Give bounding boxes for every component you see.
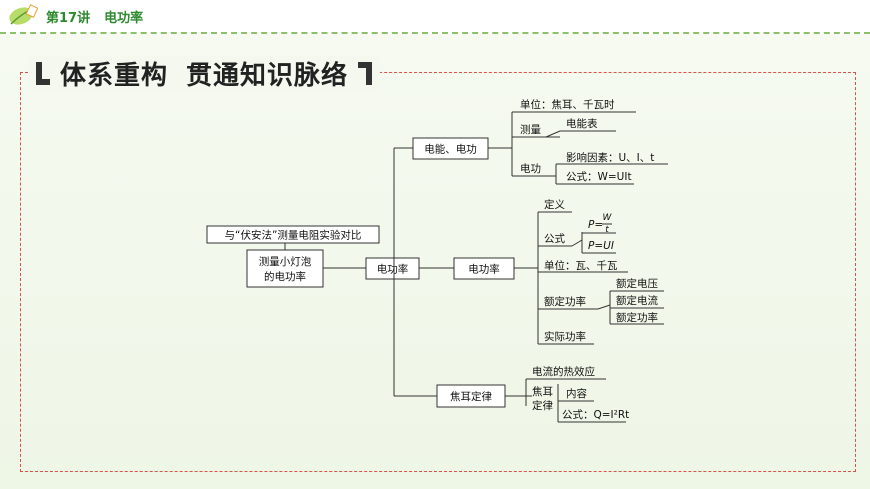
- b1-measure-link: [545, 130, 561, 138]
- b1-unit: 单位：焦耳、千瓦时: [520, 98, 615, 111]
- note-text: 与“伏安法”测量电阻实验对比: [225, 229, 362, 242]
- b2-formula-label: 公式: [544, 232, 565, 245]
- b3-formula: 公式：Q=I²Rt: [562, 408, 629, 421]
- header-divider: [0, 32, 870, 34]
- b3-title: 焦耳定律: [450, 390, 492, 403]
- b3-law-1: 焦耳: [532, 385, 553, 398]
- content-frame: [20, 72, 856, 472]
- b3-content: 内容: [566, 387, 587, 400]
- b1-formula: 公式：W=UIt: [566, 170, 632, 183]
- b2-rated-current: 额定电流: [616, 294, 658, 307]
- b2-f2: P=UI: [588, 240, 614, 252]
- content-background: [0, 34, 870, 489]
- b2-rated-link: [597, 304, 611, 310]
- section-title: 体系重构贯通知识脉络: [60, 55, 348, 92]
- b2-definition: 定义: [544, 198, 565, 211]
- leaf-icon: [9, 4, 38, 25]
- b2-title: 电功率: [468, 263, 500, 276]
- b2-f1-numerator: W: [603, 213, 613, 223]
- b2-actual: 实际功率: [544, 330, 586, 343]
- section-heading: 体系重构贯通知识脉络: [28, 55, 381, 92]
- b2-formula-link: [571, 239, 583, 247]
- experiment-box: [246, 249, 324, 288]
- b1-meter: 电能表: [566, 117, 598, 130]
- lecture-topic: 电功率: [104, 11, 144, 26]
- b2-rated-power: 额定功率: [616, 311, 658, 324]
- left-bracket-icon: [36, 62, 50, 85]
- note-box: [206, 225, 380, 244]
- b1-work: 电功: [520, 162, 541, 175]
- experiment-text-1: 测量小灯泡: [259, 255, 312, 268]
- lecture-title: 第17讲电功率: [46, 7, 157, 26]
- b1-measure: 测量: [520, 123, 541, 136]
- root-text: 电功率: [377, 263, 409, 276]
- right-bracket-icon: [358, 62, 373, 85]
- experiment-text-2: 的电功率: [264, 270, 306, 283]
- b2-f1-denominator: t: [605, 225, 609, 235]
- b2-f1-lhs: P=: [588, 219, 603, 231]
- b3-heat-effect: 电流的热效应: [532, 365, 595, 378]
- b2-rated-voltage: 额定电压: [616, 277, 658, 290]
- b1-factors: 影响因素：U、I、t: [566, 151, 654, 164]
- lecture-number: 第17讲: [46, 11, 91, 26]
- section-title-a: 体系重构: [60, 60, 169, 91]
- section-title-b: 贯通知识脉络: [186, 60, 349, 91]
- b2-unit: 单位：瓦、千瓦: [544, 259, 618, 272]
- b3-law-2: 定律: [532, 399, 553, 412]
- b1-title: 电能、电功: [424, 143, 477, 156]
- b2-rated: 额定功率: [544, 295, 586, 308]
- header-bar: [0, 0, 870, 34]
